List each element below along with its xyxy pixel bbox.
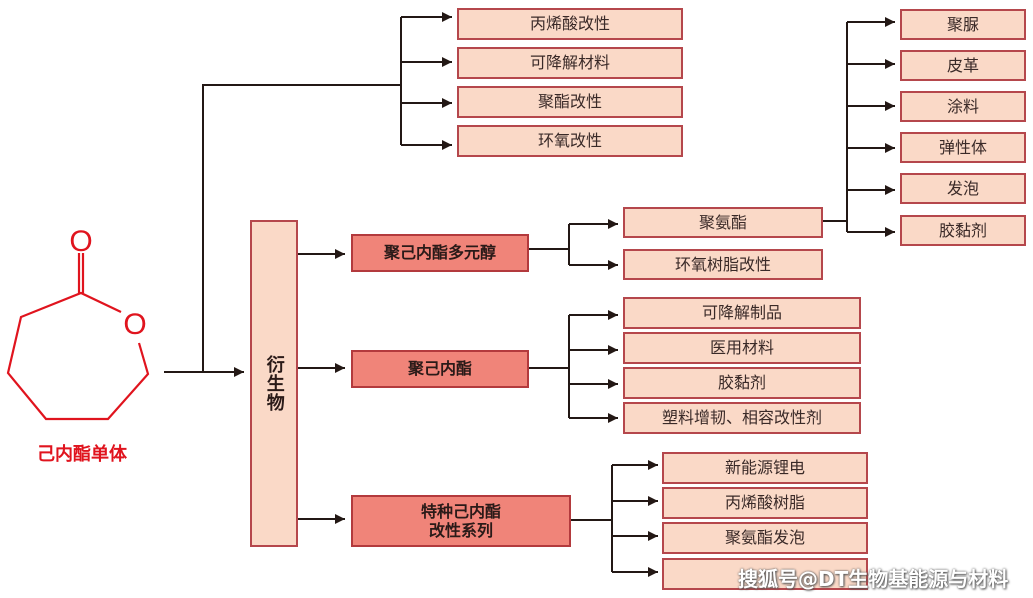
watermark: 搜狐号@DT生物基能源与材料 [738, 567, 1009, 591]
group-special-caprolactone: 特种己内酯 改性系列 [351, 495, 571, 547]
pcl-child-medical-materials: 医用材料 [623, 332, 861, 364]
special-child-pu-foam: 聚氨酯发泡 [662, 522, 868, 554]
pcl-polyol-child-epoxy-resin: 环氧树脂改性 [623, 249, 823, 280]
trunk-to-top-branch [202, 84, 401, 372]
group-pcl-polyol: 聚己内酯多元醇 [351, 234, 529, 272]
group-special-line-1: 特种己内酯 [420, 501, 501, 521]
monomer-label: 己内酯单体 [37, 444, 127, 465]
top-item-degradable-materials: 可降解材料 [457, 47, 683, 79]
group-pcl: 聚己内酯 [351, 350, 529, 388]
group-special-line-2: 改性系列 [428, 521, 493, 540]
caprolactone-structure [6, 253, 150, 421]
pu-item-foam: 发泡 [900, 173, 1026, 204]
pu-item-coatings: 涂料 [900, 91, 1026, 122]
pu-item-leather: 皮革 [900, 50, 1026, 81]
pcl-polyol-child-polyurethane: 聚氨酯 [623, 207, 823, 238]
pu-item-adhesive: 胶黏剂 [900, 215, 1026, 246]
pu-item-elastomer: 弹性体 [900, 132, 1026, 163]
top-item-epoxy-modification: 环氧改性 [457, 125, 683, 157]
ring-oxygen-atom: O [123, 308, 146, 341]
pcl-child-degradable-products: 可降解制品 [623, 297, 861, 329]
special-child-obscured [662, 558, 868, 590]
ring-bonds [6, 291, 150, 421]
derivatives-box: 衍生物 [250, 220, 298, 547]
carbonyl-oxygen-atom: O [69, 225, 92, 258]
pu-item-polyurea: 聚脲 [900, 9, 1026, 40]
pcl-child-plastic-toughening: 塑料增韧、相容改性剂 [623, 402, 861, 434]
pcl-child-adhesive: 胶黏剂 [623, 367, 861, 399]
special-child-li-battery: 新能源锂电 [662, 452, 868, 484]
special-child-acrylic-resin: 丙烯酸树脂 [662, 487, 868, 519]
top-item-polyester-modification: 聚酯改性 [457, 86, 683, 118]
top-item-acrylic-modification: 丙烯酸改性 [457, 8, 683, 40]
